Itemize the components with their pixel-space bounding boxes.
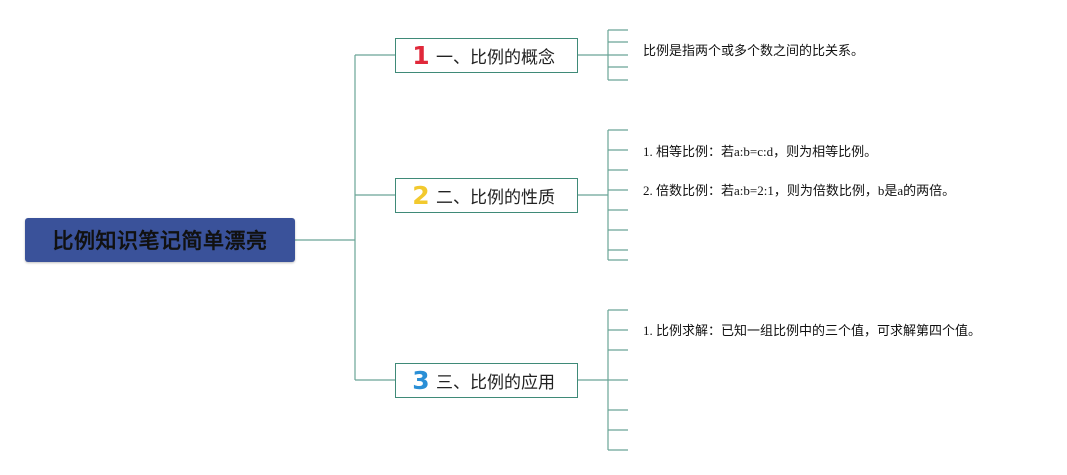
branch-topic-properties[interactable]: 2 二、比例的性质: [395, 178, 578, 213]
number-one-icon: 1: [412, 41, 430, 70]
note-multiple-ratio[interactable]: 2. 倍数比例：若a:b=2:1，则为倍数比例，b是a的两倍。: [643, 183, 956, 198]
number-three-icon: 3: [412, 366, 430, 395]
branch-topic-label: 二、比例的性质: [436, 188, 555, 208]
note-definition[interactable]: 比例是指两个或多个数之间的比关系。: [643, 43, 865, 58]
central-topic[interactable]: 比例知识笔记简单漂亮: [25, 218, 295, 262]
note-ratio-solving[interactable]: 1. 比例求解：已知一组比例中的三个值，可求解第四个值。: [643, 323, 982, 338]
branch-topic-application[interactable]: 3 三、比例的应用: [395, 363, 578, 398]
branch-topic-concept[interactable]: 1 一、比例的概念: [395, 38, 578, 73]
branch-topic-label: 三、比例的应用: [436, 373, 555, 393]
branch-topic-label: 一、比例的概念: [436, 48, 555, 68]
central-topic-label: 比例知识笔记简单漂亮: [52, 229, 268, 253]
note-equal-ratio[interactable]: 1. 相等比例：若a:b=c:d，则为相等比例。: [643, 144, 878, 159]
number-two-icon: 2: [412, 181, 430, 210]
